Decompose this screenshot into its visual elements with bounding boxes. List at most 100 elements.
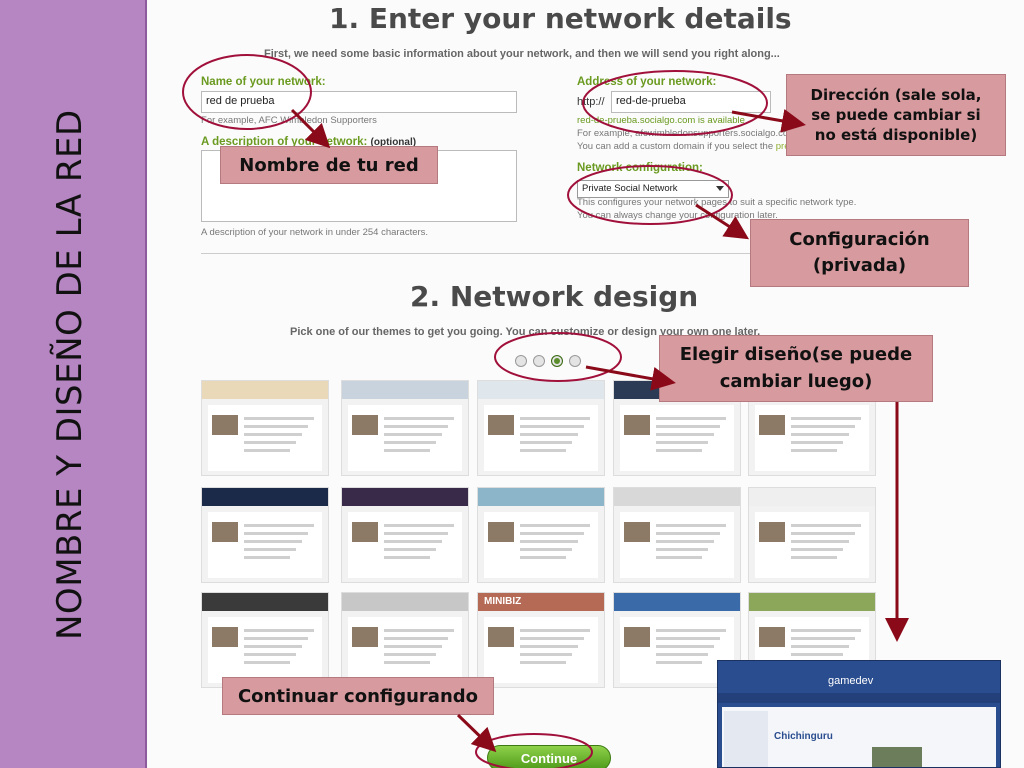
theme-thumbnail[interactable] [748, 487, 876, 583]
theme-text-line [244, 645, 302, 648]
theme-thumbnail[interactable] [201, 380, 329, 476]
theme-text-line [244, 441, 296, 444]
theme-text-line [520, 417, 590, 420]
theme-header [202, 488, 328, 506]
theme-brand: MINIBIZ [484, 596, 522, 607]
theme-text-line [384, 449, 430, 452]
theme-header [342, 488, 468, 506]
theme-text-line [656, 653, 708, 656]
pager-dot-1[interactable] [515, 355, 527, 367]
config-label: Network configuration: [577, 162, 703, 174]
theme-text-line [791, 540, 849, 543]
theme-text-line [520, 441, 572, 444]
continue-button[interactable]: Continue [487, 745, 611, 768]
theme-text-line [520, 637, 584, 640]
config-hint-1: This configures your network pages to su… [577, 197, 857, 208]
theme-thumbnail[interactable] [477, 380, 605, 476]
step1-title: 1. Enter your network details [329, 2, 792, 35]
pager-dot-4[interactable] [569, 355, 581, 367]
theme-thumbnail[interactable] [477, 487, 605, 583]
desc-hint: A description of your network in under 2… [201, 227, 429, 238]
theme-text-line [791, 524, 861, 527]
address-example: For example, afcwimbledonsupporters.soci… [577, 128, 797, 139]
callout-design-line-2: cambiar luego) [719, 370, 873, 392]
theme-text-line [791, 417, 861, 420]
preview-photo [872, 747, 922, 767]
theme-header [749, 488, 875, 506]
pager-dot-2[interactable] [533, 355, 545, 367]
theme-photo [759, 415, 785, 435]
theme-photo [759, 522, 785, 542]
theme-text-line [791, 645, 849, 648]
theme-header [478, 488, 604, 506]
theme-text-line [656, 425, 720, 428]
preview-sidebar [724, 711, 768, 767]
name-label: Name of your network: [201, 76, 326, 88]
theme-text-line [244, 433, 302, 436]
theme-text-line [656, 661, 702, 664]
network-config-select[interactable]: Private Social Network [577, 180, 729, 198]
callout-config: Configuración (privada) [750, 219, 969, 287]
theme-text-line [656, 524, 726, 527]
network-name-input[interactable]: red de prueba [201, 91, 517, 113]
theme-text-line [384, 637, 448, 640]
theme-text-line [791, 653, 843, 656]
theme-header [478, 593, 604, 611]
theme-photo [352, 522, 378, 542]
theme-text-line [791, 637, 855, 640]
callout-config-line-2: (privada) [812, 255, 907, 276]
pager-dot-3[interactable] [551, 355, 563, 367]
theme-text-line [244, 629, 314, 632]
theme-text-line [791, 629, 861, 632]
theme-text-line [384, 524, 454, 527]
theme-text-line [791, 532, 855, 535]
theme-text-line [520, 540, 578, 543]
preview-nav [718, 693, 1000, 703]
network-address-input[interactable]: red-de-prueba [611, 91, 771, 113]
theme-text-line [656, 548, 708, 551]
theme-text-line [384, 433, 442, 436]
theme-thumbnail[interactable] [341, 380, 469, 476]
theme-text-line [520, 449, 566, 452]
theme-text-line [520, 532, 584, 535]
theme-text-line [244, 417, 314, 420]
theme-pager [515, 355, 581, 367]
theme-thumbnail[interactable] [201, 592, 329, 688]
theme-text-line [656, 417, 726, 420]
theme-text-line [520, 556, 566, 559]
theme-text-line [656, 449, 702, 452]
preview-title: gamedev [828, 675, 874, 687]
step2-title: 2. Network design [410, 280, 699, 313]
theme-text-line [656, 556, 702, 559]
theme-text-line [384, 645, 442, 648]
theme-thumbnail[interactable] [613, 592, 741, 688]
theme-text-line [520, 645, 578, 648]
section-divider [201, 253, 881, 254]
theme-text-line [244, 532, 308, 535]
theme-photo [212, 522, 238, 542]
theme-text-line [520, 661, 566, 664]
theme-photo [488, 627, 514, 647]
name-hint: For example, AFC Wimbledon Supporters [201, 115, 377, 126]
theme-thumbnail[interactable]: MINIBIZ [477, 592, 605, 688]
theme-text-line [656, 532, 720, 535]
theme-thumbnail[interactable] [341, 592, 469, 688]
theme-thumbnail[interactable] [613, 487, 741, 583]
theme-text-line [520, 629, 590, 632]
theme-text-line [384, 556, 430, 559]
theme-text-line [244, 425, 308, 428]
theme-header [614, 593, 740, 611]
callout-design-line-1: Elegir diseño(se puede [679, 344, 913, 366]
network-preview-image: gamedev Chichinguru [717, 660, 1001, 768]
theme-text-line [244, 653, 296, 656]
theme-text-line [656, 540, 714, 543]
theme-thumbnail[interactable] [201, 487, 329, 583]
theme-text-line [656, 441, 708, 444]
config-hint-2: You can always change your configuration… [577, 210, 778, 221]
theme-text-line [384, 417, 454, 420]
theme-text-line [791, 556, 837, 559]
theme-photo [212, 627, 238, 647]
callout-continue: Continuar configurando [222, 677, 494, 715]
theme-photo [624, 415, 650, 435]
theme-thumbnail[interactable] [341, 487, 469, 583]
